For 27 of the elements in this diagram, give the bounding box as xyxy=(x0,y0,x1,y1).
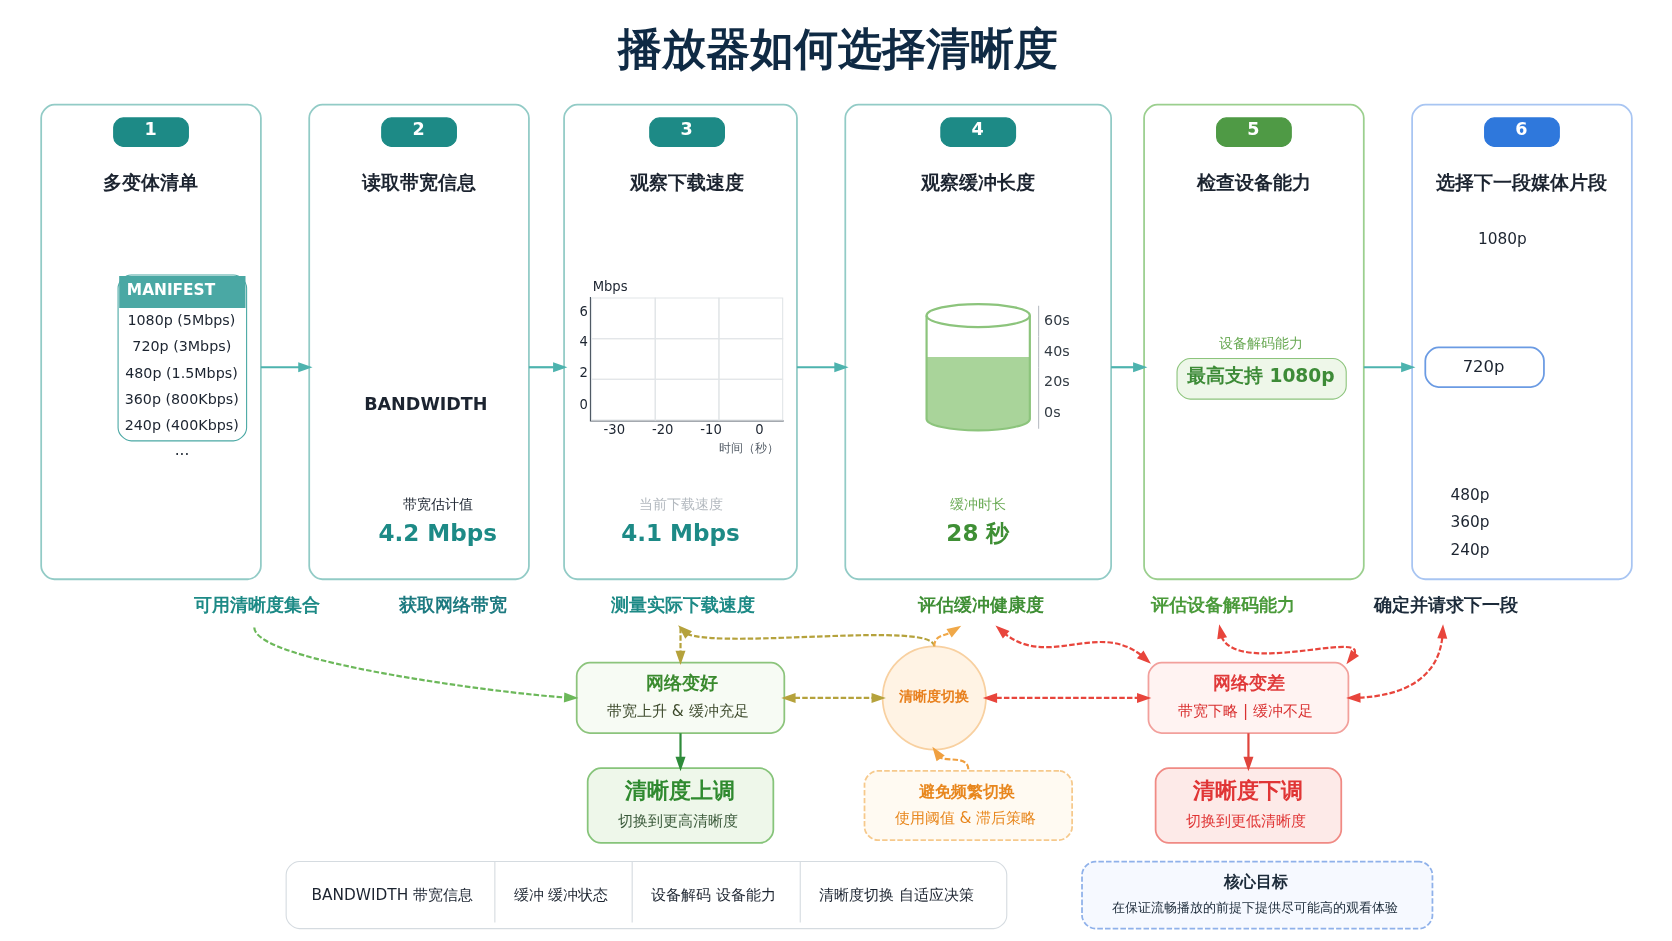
legend-label: 缓冲 缓冲状态 xyxy=(513,885,608,904)
node-label: 20s xyxy=(1043,373,1070,390)
node-text: 评估缓冲健康度 xyxy=(917,594,1044,615)
node-text: 评估设备解码能力 xyxy=(1150,594,1295,615)
node-label: 40s xyxy=(1043,342,1070,359)
node-label: 0s xyxy=(1043,404,1061,421)
node-label: 时间（秒） xyxy=(718,440,779,455)
node-label: 0 xyxy=(754,421,764,437)
node-label: 0 xyxy=(578,396,588,412)
legend-label: 清晰度切换 自适应决策 xyxy=(818,885,974,904)
node-label: 6 xyxy=(578,303,588,319)
diagram-title: 播放器如何选择清晰度 xyxy=(617,23,1058,75)
node-label: 设备解码能力 xyxy=(1218,334,1303,351)
node-text: 确定并请求下一段 xyxy=(1373,594,1518,615)
node-text: 可用清晰度集合 xyxy=(193,594,320,615)
node-label: 2 xyxy=(578,365,588,381)
node-label: 60s xyxy=(1043,311,1070,328)
node-label: -20 xyxy=(651,421,673,437)
node-text: 测量实际下载速度 xyxy=(610,594,755,615)
node-label: -10 xyxy=(699,421,722,437)
node-label: 获取网络带宽 xyxy=(398,594,507,615)
node-label: -30 xyxy=(603,421,625,437)
node-label: ... xyxy=(174,441,189,460)
legend-label: 设备解码 设备能力 xyxy=(650,885,776,904)
legend-label: BANDWIDTH 带宽信息 xyxy=(310,885,473,904)
node-label: Mbps xyxy=(592,279,628,294)
node-label: 4 xyxy=(578,334,588,350)
